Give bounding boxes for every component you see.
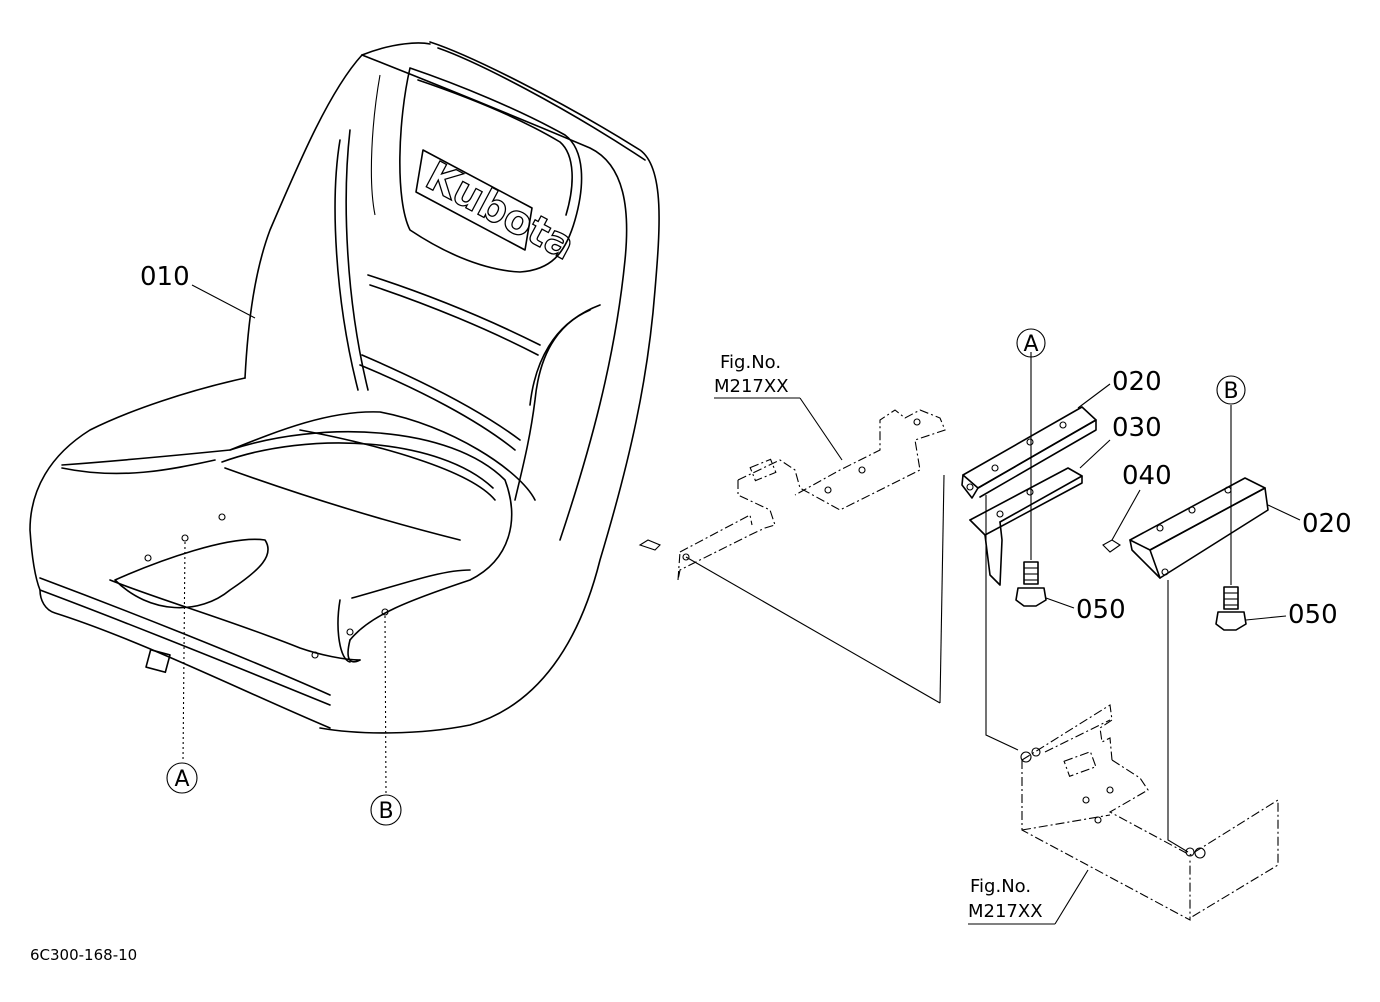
label-bracket-020-b: 020 bbox=[1302, 509, 1352, 539]
label-bolt-050-a: 050 bbox=[1076, 595, 1126, 625]
marker-a-bracket-text: A bbox=[1023, 332, 1038, 357]
fig-ref-bottom-line1: Fig.No. bbox=[970, 876, 1031, 897]
marker-a-seat bbox=[166, 762, 198, 794]
fig-ref-bottom-line2: M217XX bbox=[968, 901, 1043, 922]
clip-040 bbox=[1102, 539, 1121, 553]
marker-a-seat-text: A bbox=[174, 767, 189, 792]
marker-b-seat-text: B bbox=[378, 799, 393, 824]
bolt-050-left bbox=[1015, 352, 1047, 607]
bracket-020-left bbox=[961, 406, 1097, 499]
label-bracket-020-a: 020 bbox=[1112, 367, 1162, 397]
fig-ref-top-line2: M217XX bbox=[714, 376, 789, 397]
marker-b-bracket-text: B bbox=[1223, 379, 1238, 404]
label-clip-040: 040 bbox=[1122, 461, 1172, 491]
bracket-020-right bbox=[1129, 477, 1269, 579]
plate-030 bbox=[969, 467, 1083, 586]
fig-ref-top-line1: Fig.No. bbox=[720, 352, 781, 373]
marker-b-seat bbox=[370, 794, 402, 826]
reference-bracket-bottom bbox=[985, 495, 1279, 921]
reference-bracket-top bbox=[638, 409, 946, 704]
seat-logo: Kubota bbox=[418, 153, 582, 269]
label-plate-030: 030 bbox=[1112, 413, 1162, 443]
label-bolt-050-b: 050 bbox=[1288, 600, 1338, 630]
bolt-050-right bbox=[1215, 405, 1247, 631]
marker-b-bracket bbox=[1216, 375, 1246, 405]
marker-a-bracket bbox=[1016, 328, 1046, 358]
drawing-code: 6C300-168-10 bbox=[30, 946, 137, 964]
seat-drawing: Kubota bbox=[29, 41, 660, 795]
label-seat-010: 010 bbox=[140, 262, 190, 292]
